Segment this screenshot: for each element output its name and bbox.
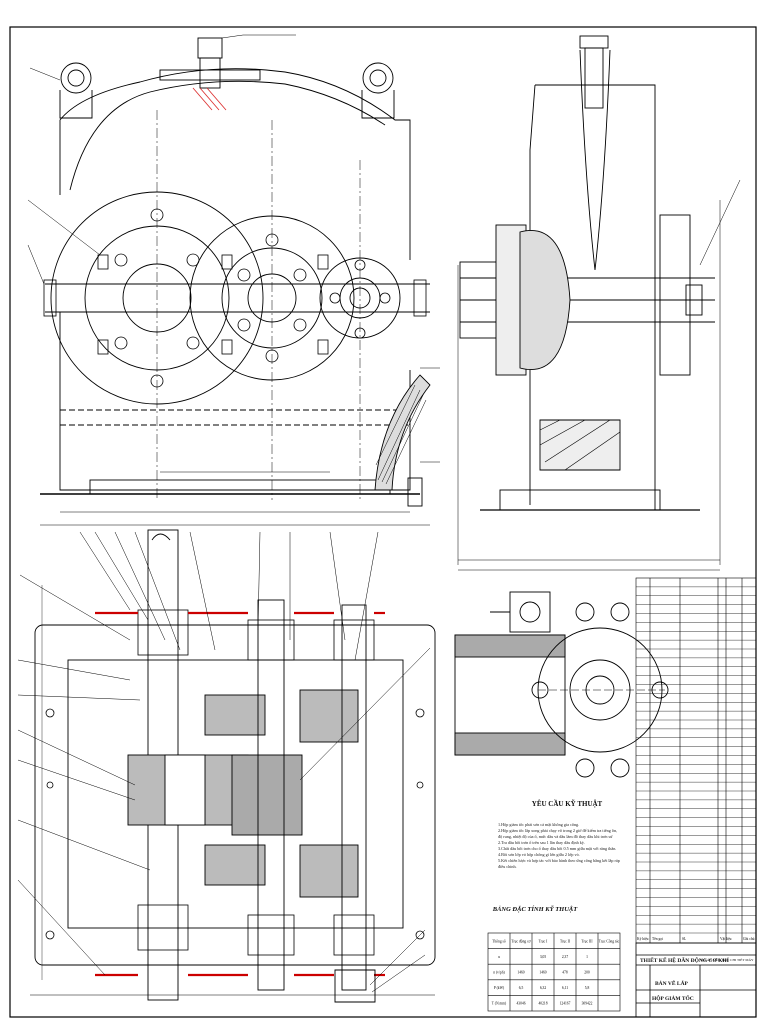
spec-table-cell: n (v/ph) [493, 971, 505, 975]
spec-table-cell: 6,11 [562, 986, 568, 991]
spec-table-cell: T (N.mm) [492, 1002, 507, 1006]
requirement-item: 4.Bôi sơn lớp vỏ hộp chống gỉ lớn giữa 2… [498, 852, 580, 857]
spec-table-cell: 6,5 [519, 986, 524, 991]
spec-table-title: BẢNG ĐẶC TÍNH KỸ THUẬT [492, 906, 578, 913]
parts-list-header: Ghi chú [743, 937, 755, 941]
requirement-item: điều chỉnh. [498, 864, 517, 869]
spec-table-cell: 309422 [582, 1002, 593, 1006]
section-housing [34, 624, 436, 966]
spec-table-header: Trục II [560, 939, 571, 943]
sheet-border [9, 26, 757, 1018]
lifting-eye-left [60, 62, 92, 94]
requirement-item: 3.Chất dầu bôi trơn cho ổ thay dầu bôi 0… [498, 846, 617, 851]
spec-table-cell: 40218 [539, 1002, 548, 1006]
title-block-school: ĐỒ ÁN MÔN HỌC CHI TIẾT MÁY [701, 958, 754, 962]
requirement-item: độ rung, nhiệt độ của ổ, mức dầu và dầu … [498, 834, 613, 839]
spec-table-header: Trục I [539, 939, 549, 943]
spec-table-header: Thông số [492, 939, 506, 943]
spec-table-header: Trục Công tác [599, 939, 620, 943]
housing-cover [59, 68, 411, 260]
spec-table-cell: 1 [586, 955, 588, 959]
parts-list-header: Ký hiệu [637, 937, 649, 941]
spec-table-cell: 200 [584, 971, 590, 975]
spec-table-header: Trục III [581, 939, 593, 943]
requirements-title: YÊU CẦU KỸ THUẬT [531, 800, 603, 808]
section-view [17, 529, 436, 1003]
side-view [457, 35, 741, 571]
coupling-detail [454, 591, 669, 778]
title-block-project: THIẾT KẾ HỆ DẪN ĐỘNG CƠ KHÍ [640, 958, 729, 964]
title-block-drawing: BẢN VẼ LẮP [655, 981, 688, 987]
parts-list-header: SL [682, 937, 686, 941]
spec-table-cell: 2,37 [562, 955, 568, 960]
lifting-eye-right [362, 62, 394, 94]
spec-table-cell: 1460 [517, 971, 524, 975]
parts-list-header: Vật liệu [720, 937, 732, 941]
spec-table-cell: 6,32 [540, 986, 546, 991]
spec-table-header: Trục động cơ [511, 939, 530, 943]
spec-table-cell: 478 [562, 971, 568, 975]
spec-table: Thông số Trục động cơ Trục I Trục II Trục II… [487, 932, 621, 1012]
gear-block-2 [231, 754, 303, 836]
spec-table-cell: 5,8 [585, 986, 590, 991]
requirement-item: 2.Hộp giảm tốc lắp xong phải chạy vô tro… [498, 828, 618, 833]
output-shaft [341, 604, 367, 991]
requirement-item: 5.Kết chiến lược và hợp tác với bảo hành… [498, 858, 620, 863]
parts-list-header: Tên gọi [652, 937, 663, 941]
front-view [27, 34, 440, 526]
intermediate-shaft [257, 599, 285, 991]
title-block [635, 942, 757, 1018]
spec-table-cell: 1460 [539, 971, 546, 975]
oil-gauge [374, 374, 431, 491]
spec-table-cell: 124167 [560, 1002, 571, 1006]
spec-table-cell: u [498, 955, 500, 959]
title-block-subject: HỘP GIẢM TỐC [652, 996, 694, 1002]
housing-base [59, 312, 411, 491]
spec-table-cell: P (kW) [494, 986, 505, 990]
requirements-list: 1.Hộp giảm tốc phải sơn cả mặt không gia… [498, 822, 636, 870]
spec-table-cell: 43046 [517, 1002, 526, 1006]
requirement-item: 1.Hộp giảm tốc phải sơn cả mặt không gia… [498, 822, 580, 827]
requirement-item: 2.Tra dầu bôi trơn ổ trên sau 1 lần thay… [498, 840, 585, 845]
spec-table-cell: 3,05 [540, 955, 546, 960]
